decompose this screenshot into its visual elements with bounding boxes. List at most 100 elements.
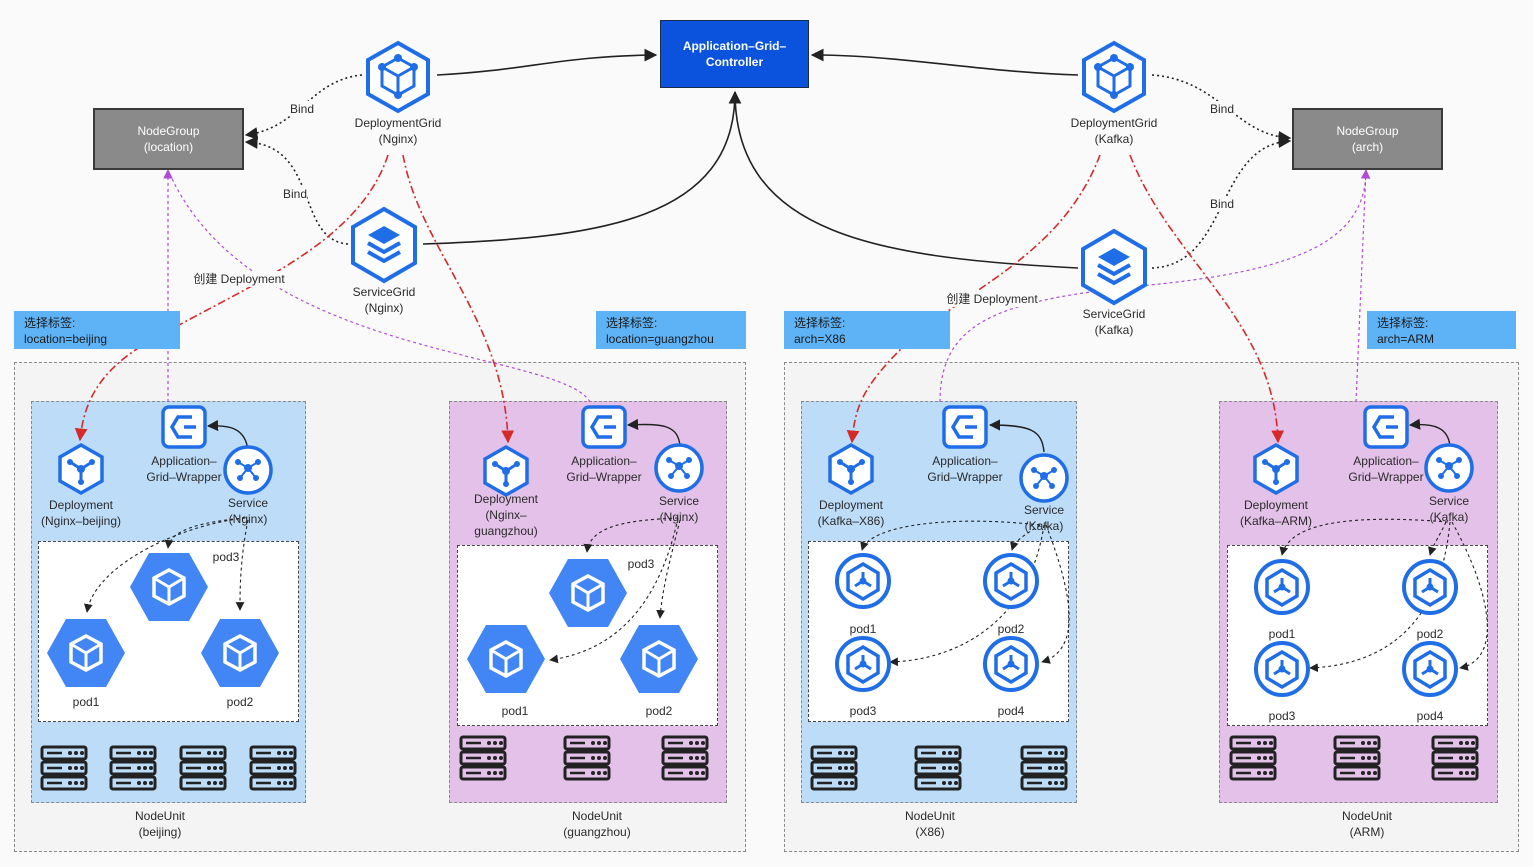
service-icon	[1424, 443, 1474, 493]
service-grid-icon	[1081, 228, 1147, 306]
application-grid-controller: Application–Grid– Controller	[660, 20, 809, 88]
pod-label: pod1	[72, 695, 100, 709]
nodeunit-label: NodeUnit (X86)	[904, 809, 956, 839]
create-dep-arm	[1129, 154, 1285, 444]
svc-to-wrapper-beijing	[206, 419, 249, 451]
svc-pod3-guangzhou	[583, 517, 679, 553]
pod-gke-icon	[620, 625, 698, 693]
server-icon	[810, 745, 858, 791]
pod-kafka-icon	[983, 636, 1039, 692]
svc-pod1-x86	[860, 520, 1041, 551]
pod-gke-icon	[130, 553, 208, 621]
select-arm	[1355, 169, 1371, 403]
nodeunit-label: NodeUnit (guangzhou)	[563, 809, 631, 839]
pod-kafka-icon	[1254, 641, 1310, 697]
svc-to-wrapper-x86	[988, 419, 1045, 453]
create-deployment-label: 创建 Deployment	[193, 271, 285, 287]
svc-pod2-guangzhou	[656, 519, 681, 619]
wrapper-label: Application– Grid–Wrapper	[146, 454, 222, 484]
svc-pod3-beijing	[164, 517, 246, 549]
svc-to-wrapper-guangzhou	[626, 418, 681, 447]
selector-tag-beijing: 选择标签: location=beijing	[14, 311, 180, 349]
pod-gke-icon	[467, 625, 545, 693]
svc-pod3-x86	[889, 524, 1045, 667]
create-dep-beijing	[74, 154, 389, 442]
create-dep-guangzhou	[402, 154, 515, 444]
selector-tag-x86: 选择标签: arch=X86	[784, 311, 950, 349]
deployment-icon	[1253, 442, 1299, 496]
service-label: Service (Kafka)	[1023, 503, 1065, 533]
service-label: Service (Nginx)	[227, 496, 269, 526]
server-icon	[40, 745, 88, 791]
deployment-label: Deployment (Kafka–X86)	[817, 498, 885, 528]
deployment-label: Deployment (Kafka–ARM)	[1239, 498, 1313, 528]
service-label: Service (Nginx)	[658, 494, 700, 524]
link-depgrid-nginx-controller	[436, 48, 658, 76]
pod-gke-icon	[201, 619, 279, 687]
bind-label: Bind	[289, 101, 315, 117]
wrapper-icon	[942, 405, 988, 449]
server-icon	[563, 735, 611, 781]
pod-kafka-icon	[835, 636, 891, 692]
pod-kafka-icon	[835, 553, 891, 609]
wrapper-label: Application– Grid–Wrapper	[1348, 454, 1424, 484]
server-icon	[1431, 735, 1479, 781]
pod-label: pod1	[501, 704, 529, 718]
nodeunit-label: NodeUnit (beijing)	[134, 809, 186, 839]
select-x86	[939, 169, 1367, 403]
pod-label: pod1	[1268, 627, 1296, 641]
nodeunit-label: NodeUnit (ARM)	[1341, 809, 1393, 839]
bind-label: Bind	[1209, 196, 1235, 212]
wrapper-label: Application– Grid–Wrapper	[566, 454, 642, 484]
server-icon	[109, 745, 157, 791]
server-icon	[179, 745, 227, 791]
service-grid-icon	[351, 206, 417, 284]
server-icon	[661, 735, 709, 781]
svc-pod1-arm	[1279, 518, 1449, 556]
deployment-label: Deployment (Nginx– guangzhou)	[473, 492, 539, 538]
create-deployment-label: 创建 Deployment	[946, 291, 1038, 307]
service-grid-nginx-label: ServiceGrid (Nginx)	[352, 285, 416, 315]
pod-label: pod4	[1416, 709, 1444, 723]
server-icon	[1020, 745, 1068, 791]
pod-kafka-icon	[1402, 559, 1458, 615]
deployment-label: Deployment (Nginx–beijing)	[40, 498, 122, 528]
pod-kafka-icon	[1402, 641, 1458, 697]
selector-tag-arm: 选择标签: arch=ARM	[1367, 311, 1516, 349]
server-icon	[1229, 735, 1277, 781]
link-depgrid-kafka-controller	[810, 48, 1079, 76]
pod-label: pod2	[1416, 627, 1444, 641]
pod-kafka-icon	[1254, 559, 1310, 615]
service-grid-kafka-label: ServiceGrid (Kafka)	[1082, 307, 1146, 337]
pod-label: pod2	[997, 622, 1025, 636]
nodegroup-location: NodeGroup (location)	[93, 108, 244, 170]
wrapper-icon	[581, 405, 627, 449]
deployment-icon	[58, 442, 104, 496]
deployment-grid-icon	[366, 40, 430, 114]
pod-label: pod4	[997, 704, 1025, 718]
pod-label: pod3	[1268, 709, 1296, 723]
svc-pod1-beijing	[84, 517, 246, 613]
bind-label: Bind	[282, 186, 308, 202]
deployment-grid-icon	[1082, 40, 1146, 114]
bind-label: Bind	[1209, 101, 1235, 117]
pod-kafka-icon	[983, 553, 1039, 609]
pod-label: pod1	[849, 622, 877, 636]
deployment-grid-kafka-label: DeploymentGrid (Kafka)	[1070, 116, 1158, 146]
server-icon	[459, 735, 507, 781]
deployment-icon	[828, 442, 874, 496]
service-icon	[1019, 453, 1069, 503]
svc-to-wrapper-arm	[1408, 418, 1451, 447]
server-icon	[1333, 735, 1381, 781]
svc-pod4-arm	[1451, 521, 1488, 671]
deployment-grid-nginx-label: DeploymentGrid (Nginx)	[354, 116, 442, 146]
wrapper-label: Application– Grid–Wrapper	[927, 454, 1003, 484]
wrapper-icon	[1363, 405, 1409, 449]
svc-pod1-guangzhou	[549, 517, 679, 664]
pod-label: pod3	[849, 704, 877, 718]
nodegroup-arch: NodeGroup (arch)	[1292, 108, 1443, 170]
server-icon	[914, 745, 962, 791]
svc-pod2-beijing	[235, 519, 249, 611]
pod-gke-icon	[47, 619, 125, 687]
server-icon	[249, 745, 297, 791]
